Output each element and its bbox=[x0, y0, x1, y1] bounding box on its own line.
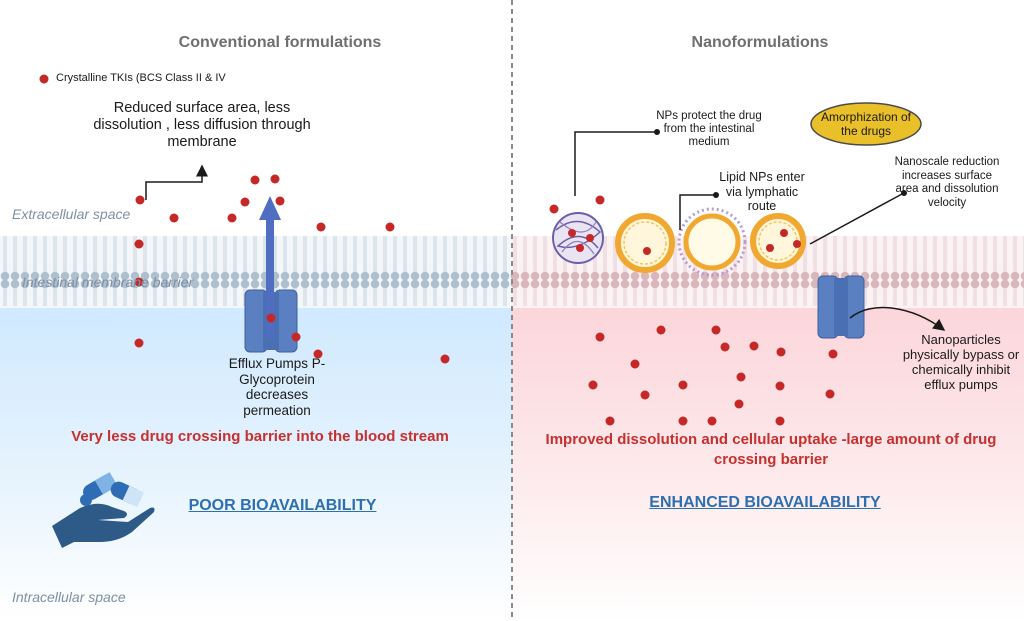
left-result-text: Very less drug crossing barrier into the… bbox=[71, 428, 449, 445]
drug-dot bbox=[134, 338, 144, 348]
efflux-arrow-icon bbox=[259, 196, 281, 338]
drug-dot bbox=[766, 244, 774, 252]
drug-dot bbox=[549, 204, 559, 214]
drug-dot bbox=[630, 359, 640, 369]
legend-drug-dot bbox=[39, 74, 49, 84]
drug-dot bbox=[385, 222, 395, 232]
surface-note-connector bbox=[145, 164, 208, 200]
protect-note: NPs protect the drug from the intestinal… bbox=[656, 110, 762, 148]
polymer-np-icon bbox=[552, 212, 604, 264]
drug-legend-label: Crystalline TKIs (BCS Class II & IV bbox=[56, 72, 226, 84]
hand-pills-icon bbox=[52, 472, 155, 548]
drug-dot bbox=[605, 416, 615, 426]
lipid-np-icon bbox=[615, 213, 675, 273]
protect-connector bbox=[574, 131, 655, 196]
drug-dot bbox=[678, 416, 688, 426]
right-efflux-pump-icon bbox=[817, 275, 865, 339]
drug-dot bbox=[266, 313, 276, 323]
drug-dot bbox=[588, 380, 598, 390]
drug-dot bbox=[825, 389, 835, 399]
intracellular-label: Intracellular space bbox=[12, 589, 126, 605]
bypass-note: Nanoparticles physically bypass or chemi… bbox=[902, 332, 1020, 392]
drug-dot bbox=[736, 372, 746, 382]
extracellular-label: Extracellular space bbox=[12, 206, 131, 222]
lipid-connector-dot bbox=[713, 192, 719, 198]
drug-dot bbox=[734, 399, 744, 409]
amorphization-badge bbox=[810, 102, 922, 146]
amorphization-note: Amorphization of the drugs bbox=[820, 110, 912, 138]
bypass-connector bbox=[849, 306, 946, 331]
drug-dot bbox=[828, 349, 838, 359]
drug-dot bbox=[135, 195, 145, 205]
drug-dot bbox=[270, 174, 280, 184]
drug-dot bbox=[568, 229, 576, 237]
right-blood-region bbox=[512, 300, 1024, 621]
drug-dot bbox=[134, 239, 144, 249]
left-blood-region bbox=[0, 300, 512, 621]
drug-dot bbox=[240, 197, 250, 207]
drug-dot bbox=[643, 247, 651, 255]
lymphatic-np-icon bbox=[677, 207, 747, 277]
drug-dot bbox=[640, 390, 650, 400]
drug-dot bbox=[793, 240, 801, 248]
drug-dot bbox=[291, 332, 301, 342]
poor-bioavailability-label: POOR BIOAVAILABILITY bbox=[188, 497, 377, 514]
right-result-text: Improved dissolution and cellular uptake… bbox=[545, 431, 997, 468]
left-panel-title: Conventional formulations bbox=[178, 34, 382, 51]
protect-connector-dot bbox=[654, 129, 660, 135]
lipid-connector bbox=[679, 194, 714, 230]
right-panel-title: Nanoformulations bbox=[691, 34, 829, 51]
drug-dot bbox=[776, 347, 786, 357]
drug-dot bbox=[169, 213, 179, 223]
drug-dot bbox=[775, 381, 785, 391]
drug-dot bbox=[678, 380, 688, 390]
drug-dot bbox=[440, 354, 450, 364]
drug-dot bbox=[595, 195, 605, 205]
drug-dot bbox=[134, 277, 144, 287]
nanoscale-connector bbox=[809, 193, 903, 245]
drug-dot bbox=[720, 342, 730, 352]
drug-dot bbox=[313, 349, 323, 359]
surface-area-note: Reduced surface area, less dissolution ,… bbox=[93, 100, 311, 150]
drug-dot bbox=[707, 416, 717, 426]
drug-dot bbox=[749, 341, 759, 351]
drug-dots bbox=[39, 74, 838, 426]
drug-dot bbox=[780, 229, 788, 237]
drug-dot bbox=[227, 213, 237, 223]
drug-dot bbox=[586, 234, 594, 242]
drug-dot bbox=[576, 244, 584, 252]
drug-dot bbox=[275, 196, 285, 206]
drug-dot bbox=[316, 222, 326, 232]
drug-dot bbox=[595, 332, 605, 342]
drug-dot bbox=[775, 416, 785, 426]
nanoscale-note: Nanoscale reduction increases surface ar… bbox=[894, 156, 1000, 209]
drug-dot bbox=[711, 325, 721, 335]
lymphatic-note: Lipid NPs enter via lymphatic route bbox=[719, 170, 805, 213]
nanoscale-connector-dot bbox=[901, 190, 907, 196]
drug-dot bbox=[250, 175, 260, 185]
enhanced-bioavailability-label: ENHANCED BIOAVAILABILITY bbox=[649, 494, 881, 511]
membrane-label: Intestinal membrane barrier bbox=[22, 274, 194, 290]
efflux-pump-note: Efflux Pumps P-Glycoprotein decreases pe… bbox=[228, 356, 326, 418]
drug-dot bbox=[656, 325, 666, 335]
